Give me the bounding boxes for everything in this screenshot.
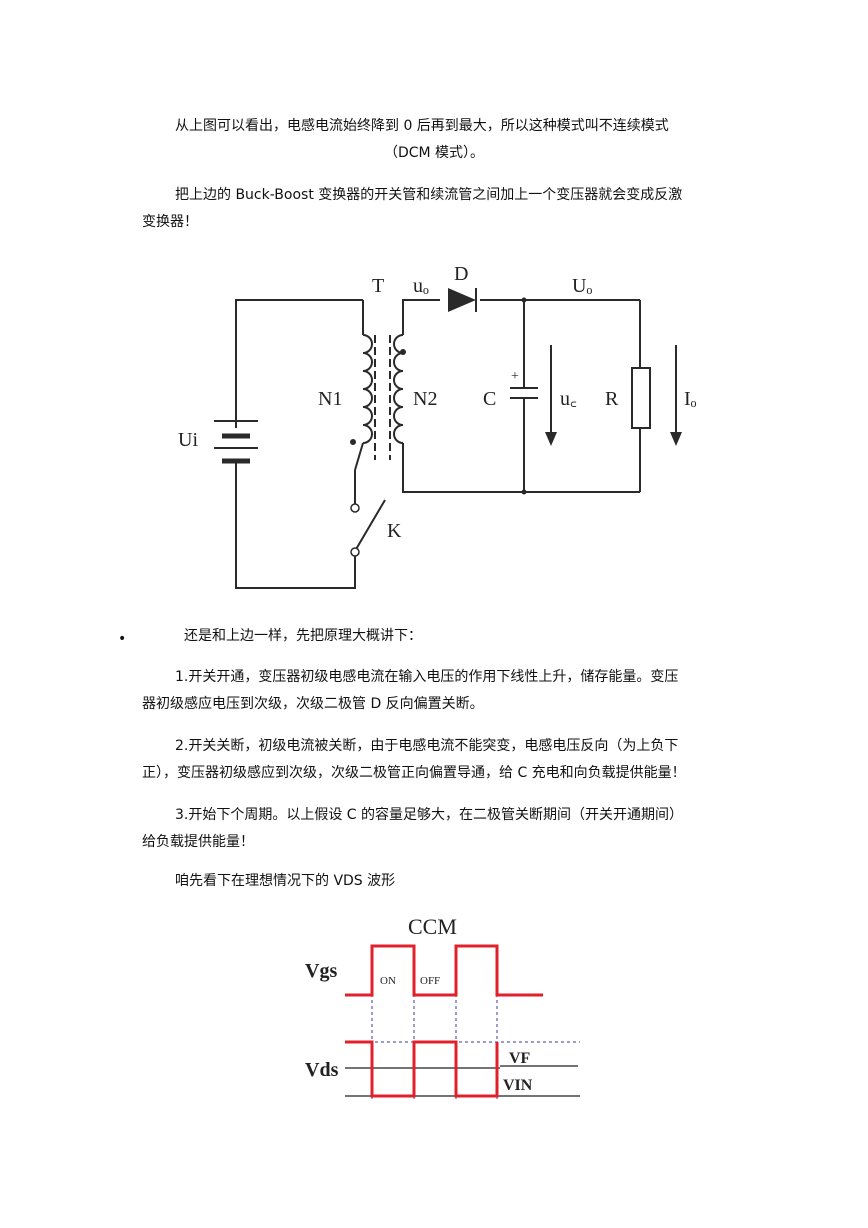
output-voltage-label: Uₒ (572, 275, 592, 297)
io-label: Iₒ (684, 388, 697, 410)
paragraph-line: 变换器！ (142, 214, 198, 230)
off-label: OFF (420, 975, 440, 987)
paragraph-line: 器初级感应电压到次级，次级二极管 D 反向偏置关断。 (142, 696, 484, 712)
vin-label: VIN (503, 1077, 533, 1094)
paragraph-line: 给负载提供能量！ (142, 834, 254, 850)
flyback-circuit-diagram: T uₒ D Uₒ N1 N2 C + u꜀ R Iₒ Ui K (178, 263, 697, 589)
paragraph-line: 从上图可以看出，电感电流始终降到 0 后再到最大，所以这种模式叫不连续模式 (175, 118, 669, 134)
vgs-label: Vgs (305, 960, 337, 982)
paragraph-line: （DCM 模式）。 (383, 145, 485, 161)
waveform-title: CCM (408, 914, 457, 939)
paragraph-line: 正），变压器初级感应到次级，次级二极管正向偏置导通，给 C 充电和向负载提供能量… (142, 765, 686, 781)
bullet-text: 还是和上边一样，先把原理大概讲下： (184, 628, 422, 644)
paragraph-line: 1.开关开通，变压器初级电感电流在输入电压的作用下线性上升，储存能量。变压 (175, 669, 679, 685)
on-label: ON (380, 975, 396, 987)
transformer-label: T (372, 275, 384, 297)
capacitor-plus: + (511, 369, 519, 384)
diode-label: D (454, 263, 468, 285)
vds-label: Vds (305, 1059, 339, 1081)
uc-label: u꜀ (560, 388, 577, 410)
input-voltage-label: Ui (178, 429, 198, 451)
n1-label: N1 (318, 388, 342, 410)
bullet-dot: • (118, 631, 127, 647)
paragraph-line: 咱先看下在理想情况下的 VDS 波形 (175, 873, 396, 889)
resistor-label: R (605, 388, 619, 410)
vf-label: VF (509, 1050, 531, 1067)
switch-label: K (387, 520, 402, 542)
uo-label: uₒ (413, 275, 429, 297)
n2-label: N2 (413, 388, 437, 410)
ccm-waveform-figure: CCM Vgs Vds ON OFF VF VIN (305, 914, 580, 1102)
capacitor-label: C (483, 388, 496, 410)
paragraph-line: 3.开始下个周期。以上假设 C 的容量足够大，在二极管关断期间（开关开通期间） (175, 807, 684, 823)
paragraph-line: 把上边的 Buck-Boost 变换器的开关管和续流管之间加上一个变压器就会变成… (175, 187, 683, 203)
paragraph-line: 2.开关关断，初级电流被关断，由于电感电流不能突变，电感电压反向（为上负下 (175, 738, 679, 754)
